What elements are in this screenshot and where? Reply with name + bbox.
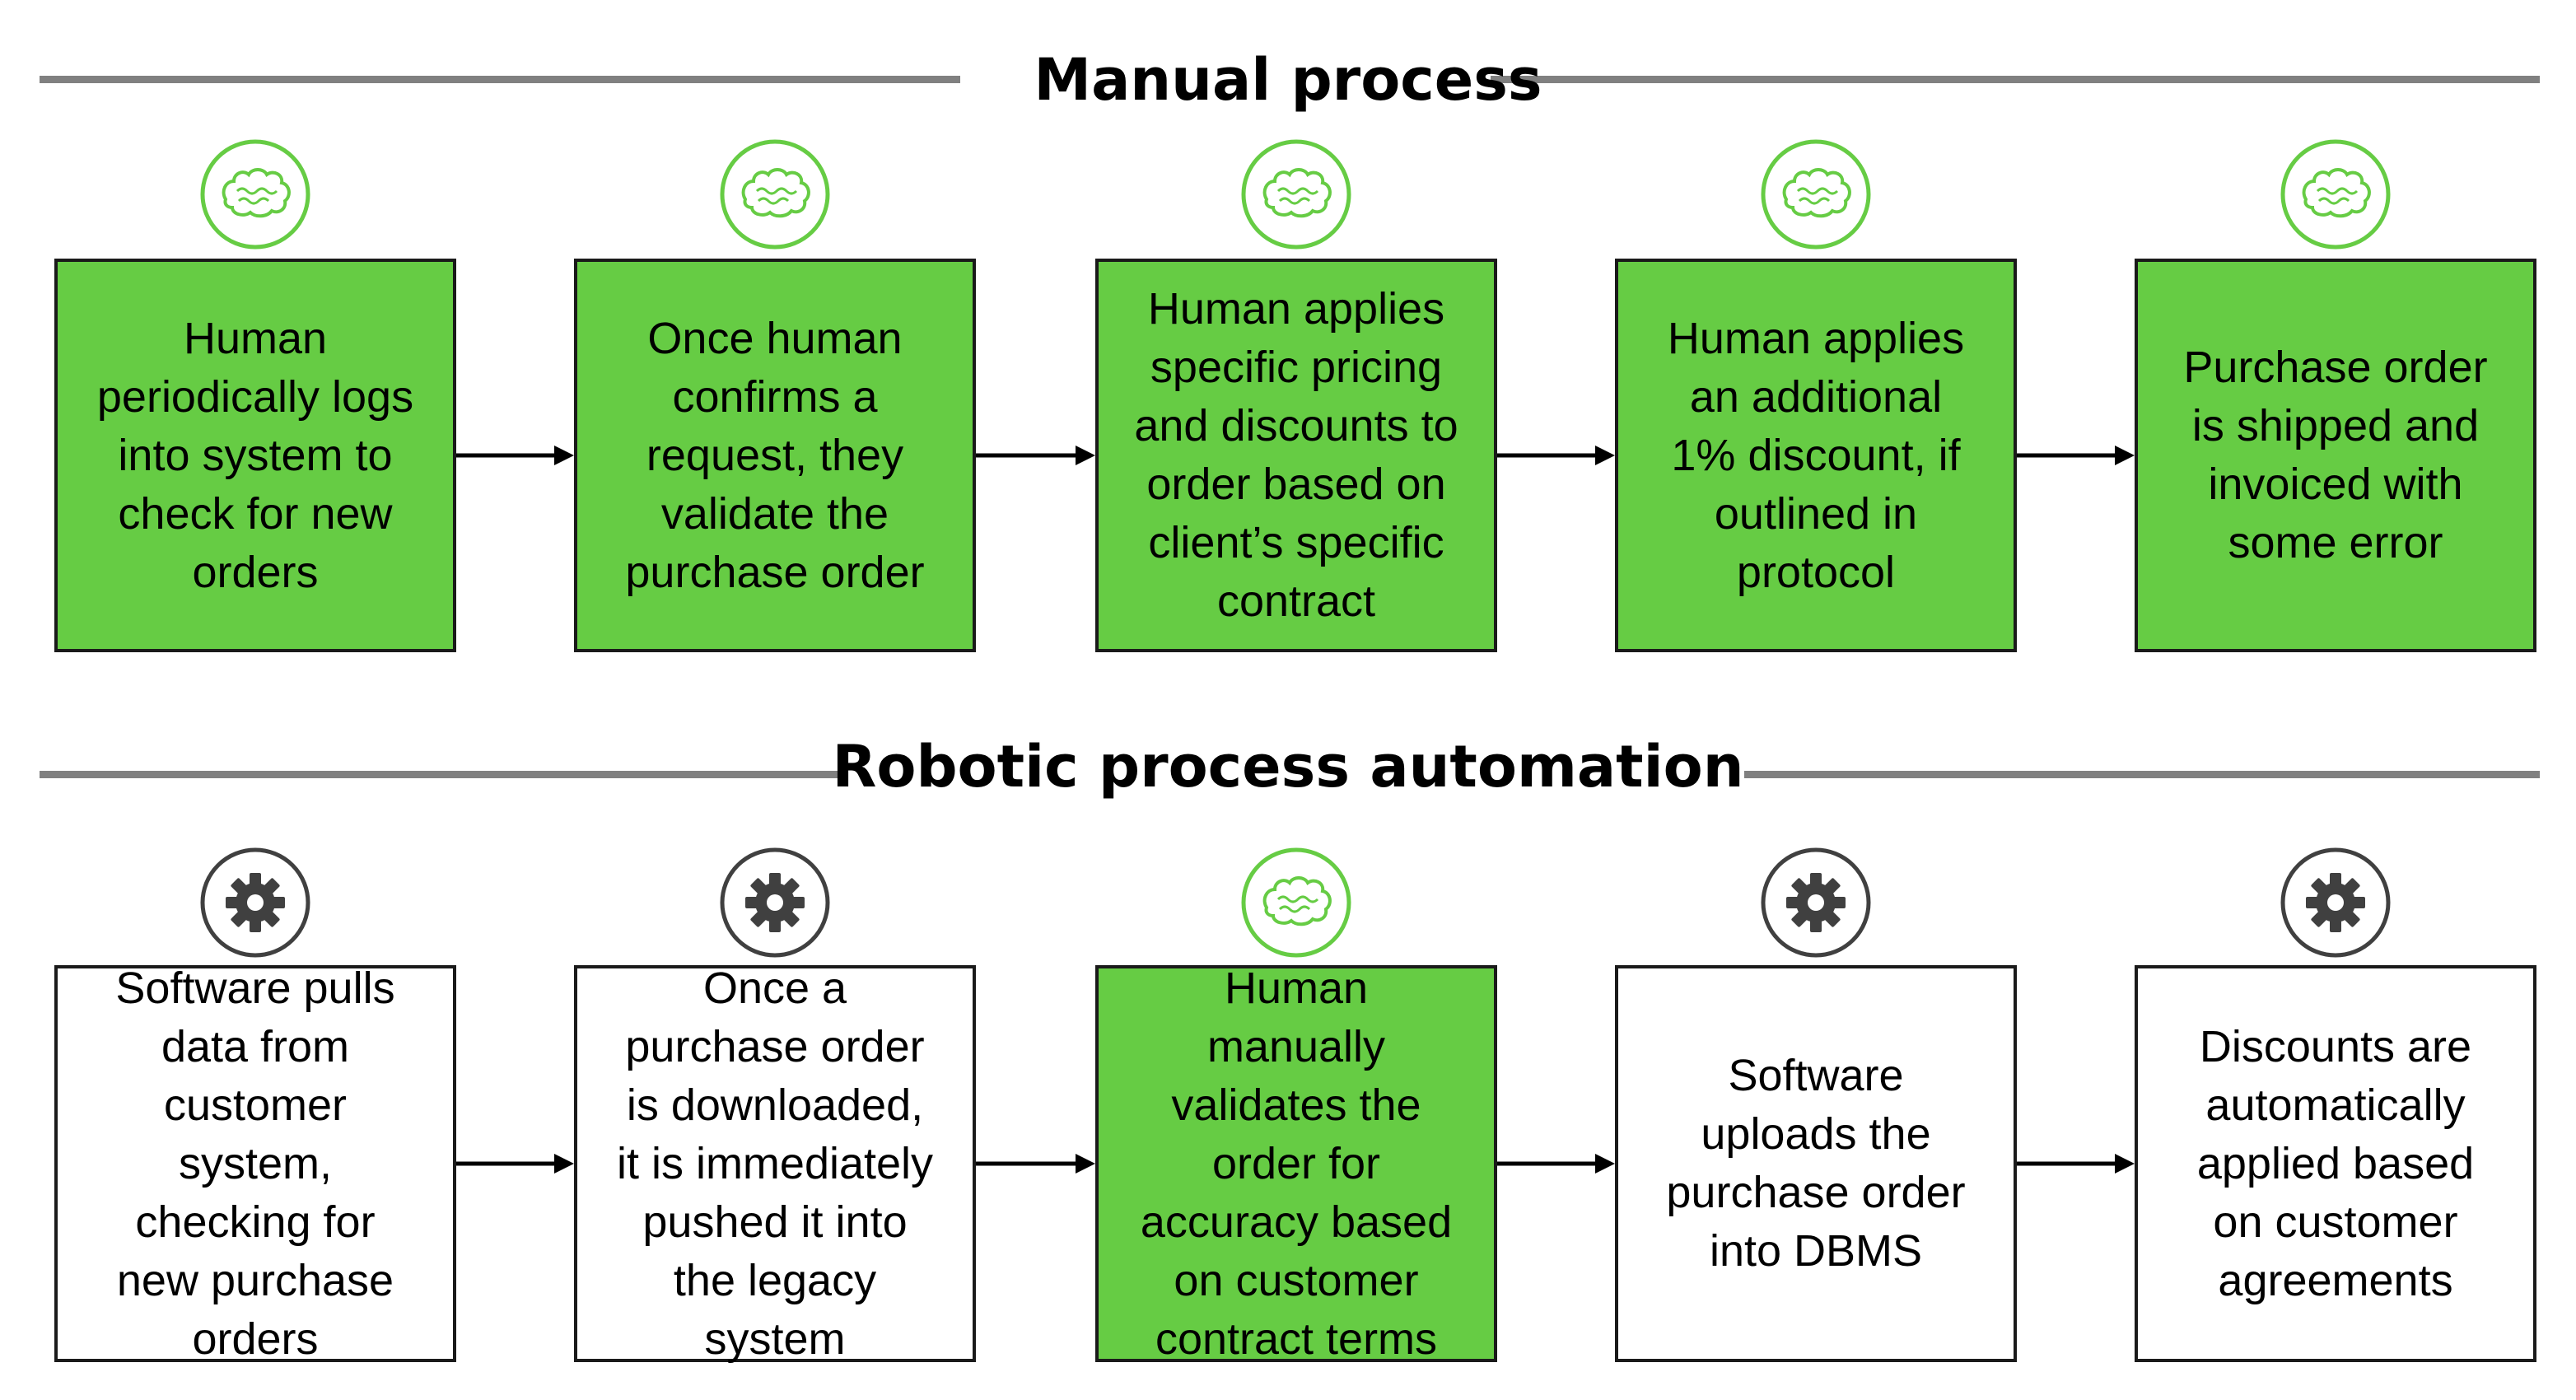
automation-section-title: Robotic process automation: [832, 733, 1744, 800]
automation-step-box: Human manually validates the order for a…: [1095, 964, 1497, 1364]
gear-icon: [1758, 845, 1874, 960]
manual-step-text: Human applies an additional 1% discount,…: [1667, 313, 1965, 597]
manual-step-text: Once human confirms a request, they vali…: [625, 313, 925, 597]
brain-icon: [1758, 137, 1874, 252]
brain-icon: [1239, 845, 1354, 960]
manual-step-text: Purchase order is shipped and invoiced w…: [2183, 343, 2488, 567]
flow-arrow: [976, 1151, 1095, 1176]
automation-step-box: Discounts are automatically applied base…: [2135, 965, 2536, 1362]
gear-icon: [717, 845, 833, 960]
flow-arrow: [2017, 1151, 2135, 1176]
automation-step-text: Human manually validates the order for a…: [1140, 963, 1453, 1364]
manual-step-box: Human applies specific pricing and disco…: [1095, 259, 1497, 652]
automation-step-text: Software uploads the purchase order into…: [1666, 1051, 1966, 1276]
flow-arrow: [1497, 443, 1615, 468]
manual-step-box: Purchase order is shipped and invoiced w…: [2135, 259, 2536, 652]
manual-rule-right: [1491, 76, 2540, 83]
manual-section-title: Manual process: [1034, 46, 1542, 114]
gear-icon: [2278, 845, 2393, 960]
automation-step-text: Discounts are automatically applied base…: [2196, 1021, 2475, 1305]
manual-step-text: Human applies specific pricing and disco…: [1134, 284, 1458, 626]
manual-step-box: Once human confirms a request, they vali…: [574, 259, 976, 652]
automation-step-box: Once a purchase order is downloaded, it …: [574, 964, 976, 1364]
flow-arrow: [456, 1151, 574, 1176]
flow-arrow: [2017, 443, 2135, 468]
automation-rule-right: [1744, 771, 2540, 778]
automation-step-text: Software pulls data from customer system…: [115, 963, 395, 1364]
flow-arrow: [1497, 1151, 1615, 1176]
manual-step-box: Human periodically logs into system to c…: [54, 259, 456, 652]
manual-rule-left: [40, 76, 960, 83]
automation-step-box: Software pulls data from customer system…: [54, 964, 456, 1364]
manual-step-box: Human applies an additional 1% discount,…: [1615, 259, 2017, 652]
gear-icon: [198, 845, 313, 960]
automation-step-text: Once a purchase order is downloaded, it …: [616, 963, 934, 1364]
automation-step-box: Software uploads the purchase order into…: [1615, 965, 2017, 1362]
automation-rule-left: [40, 771, 838, 778]
brain-icon: [2278, 137, 2393, 252]
brain-icon: [717, 137, 833, 252]
manual-step-text: Human periodically logs into system to c…: [96, 313, 414, 597]
flow-arrow: [976, 443, 1095, 468]
flow-arrow: [456, 443, 574, 468]
brain-icon: [1239, 137, 1354, 252]
brain-icon: [198, 137, 313, 252]
